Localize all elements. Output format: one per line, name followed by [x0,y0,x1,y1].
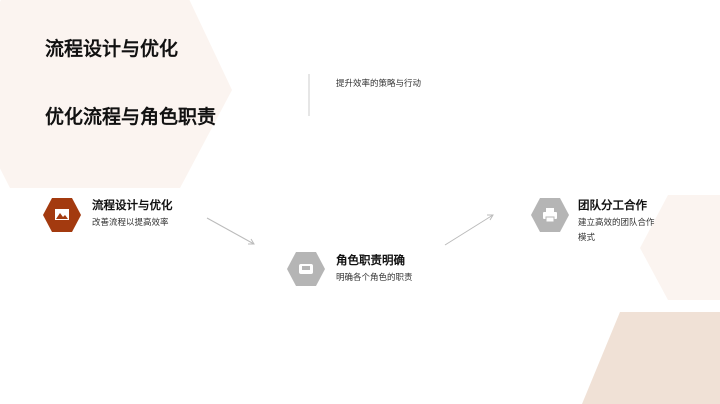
bg-hexagon-bottom-right [582,312,720,404]
item-title: 流程设计与优化 [92,198,173,212]
bg-hexagon-top-left [0,0,232,188]
tagline: 提升效率的策略与行动 [336,79,422,89]
image-icon [43,198,81,232]
page-subtitle: 优化流程与角色职责 [45,106,217,128]
printer-icon [531,198,569,232]
arrow-1 [206,217,255,245]
sofa-icon [287,252,325,286]
arrow-2 [444,214,494,246]
item-desc-line2: 模式 [578,233,596,243]
item-title: 团队分工合作 [578,198,647,212]
page-title: 流程设计与优化 [45,38,179,60]
bg-hexagon-right [640,195,720,300]
item-desc: 改善流程以提高效率 [92,218,169,228]
item-desc: 建立高效的团队合作 [578,218,655,228]
item-desc: 明确各个角色的职责 [336,273,413,283]
item-title: 角色职责明确 [336,253,405,267]
